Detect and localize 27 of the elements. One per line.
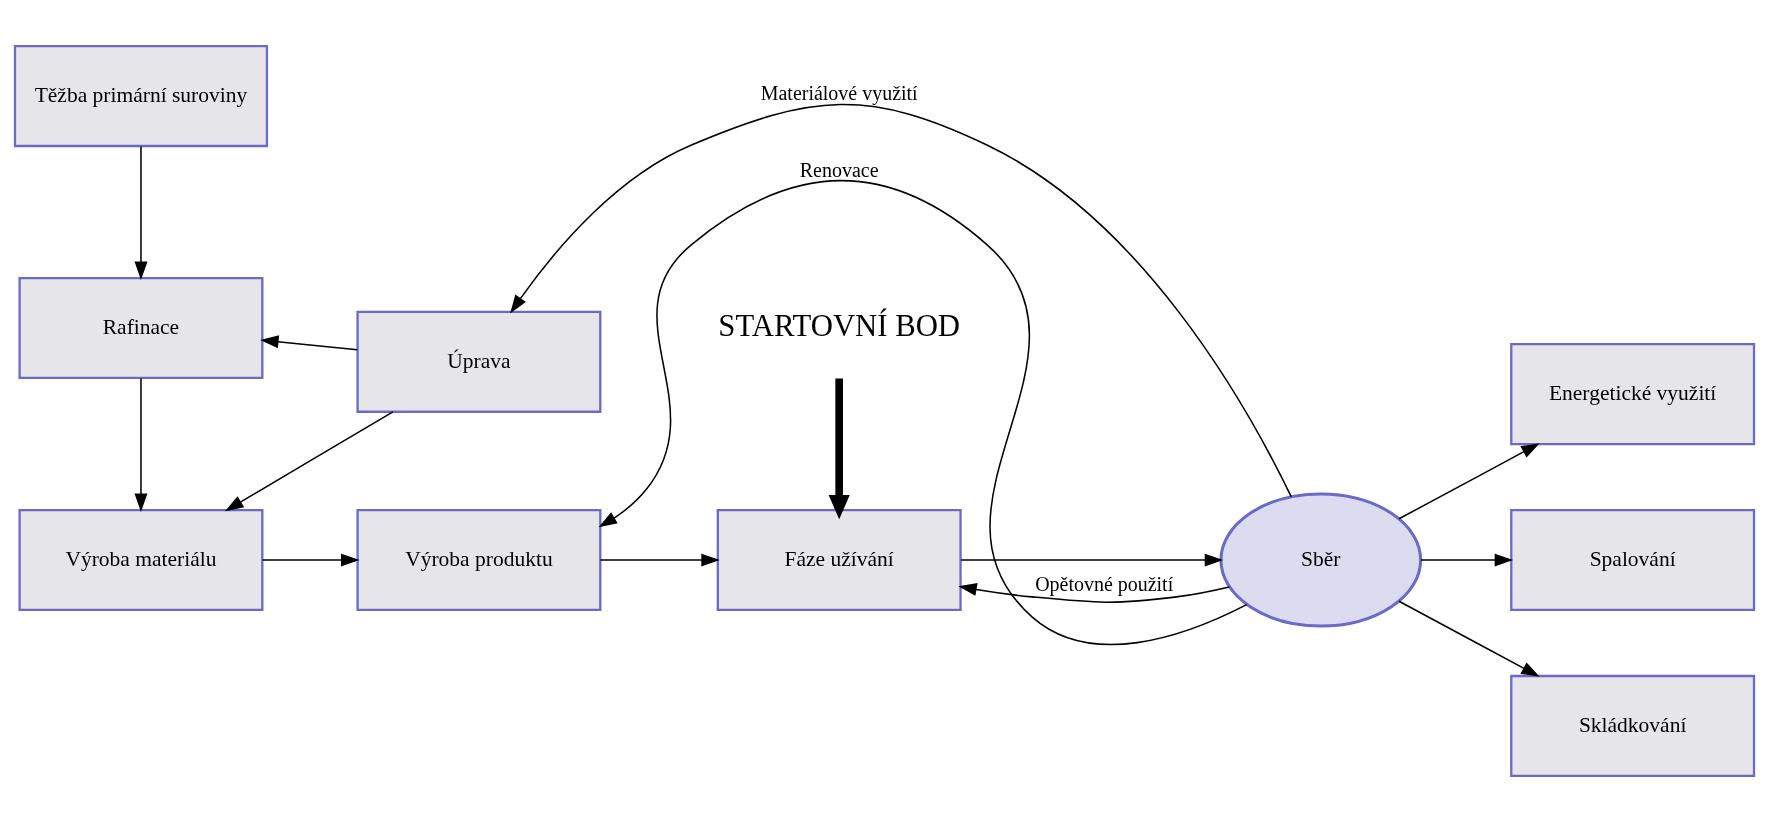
edge-label: Renovace xyxy=(799,158,879,181)
arrow xyxy=(260,335,358,351)
node-box: Výroba materiálu xyxy=(18,508,264,612)
edge-label: Opětovné použití xyxy=(1035,573,1174,596)
arrow xyxy=(958,583,1230,603)
node-ellipse: Sběr xyxy=(1219,492,1423,628)
node-box: Energetické využití xyxy=(1510,343,1756,446)
arrow xyxy=(134,145,148,281)
node-box: Spalování xyxy=(1510,508,1756,612)
node-text: STARTOVNÍ BOD xyxy=(718,308,961,343)
arrow xyxy=(599,553,720,567)
arrow xyxy=(598,179,1248,646)
node-box: Výroba produktu xyxy=(356,508,602,612)
node-box: Těžba primární suroviny xyxy=(13,45,269,148)
node-box: Fáze užívání xyxy=(716,508,962,612)
node-box: Rafinace xyxy=(18,276,264,380)
edge-label: Materiálové využití xyxy=(760,81,918,104)
arrow xyxy=(1398,600,1540,677)
arrow xyxy=(134,377,148,513)
arrow xyxy=(960,553,1224,567)
arrow xyxy=(1420,553,1514,567)
arrow xyxy=(261,553,360,567)
node-box: Úprava xyxy=(356,310,602,413)
arrow xyxy=(1398,443,1540,520)
arrow xyxy=(225,411,394,512)
node-box: Skládkování xyxy=(1510,674,1756,777)
arrow xyxy=(510,103,1292,498)
